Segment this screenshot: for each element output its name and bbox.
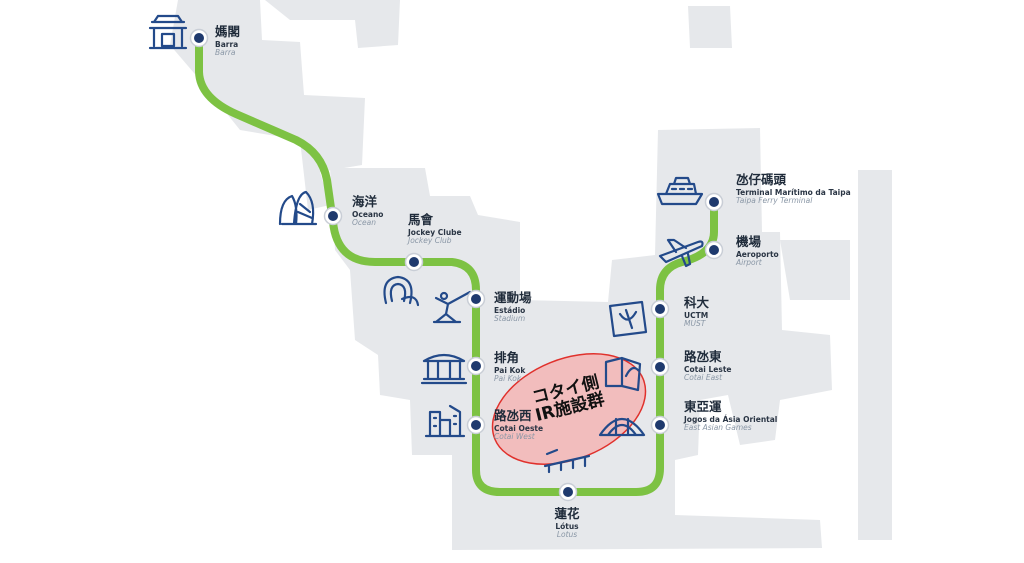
station-en-name: Pai Kok — [494, 374, 522, 383]
seashell-towers-icon — [278, 190, 318, 226]
station-en-name: Ocean — [352, 218, 376, 227]
station-zh-name: 機場 — [736, 234, 762, 249]
station-dot-core — [709, 245, 719, 255]
station-pt-name: Barra — [215, 39, 239, 49]
station-label-must[interactable]: 科大 UCTM MUST — [684, 295, 710, 328]
station-en-name: Taipa Ferry Terminal — [736, 196, 813, 205]
station-pt-name: Jogos da Ásia Oriental — [684, 414, 778, 424]
skyline-icon — [424, 404, 466, 438]
station-pt-name: Jockey Clube — [408, 227, 462, 237]
station-dot-core — [655, 304, 665, 314]
station-pt-name: Terminal Marítimo da Taipa — [736, 187, 851, 197]
station-en-name: Airport — [736, 258, 762, 267]
station-dot-core — [328, 211, 338, 221]
station-pt-name: Estádio — [494, 305, 526, 315]
station-label-jogos[interactable]: 東亞運 Jogos da Ásia Oriental East Asian Ga… — [684, 399, 778, 432]
station-en-name: Stadium — [494, 314, 526, 323]
land-airport-runway — [858, 170, 892, 540]
station-en-name: MUST — [684, 319, 706, 328]
station-en-name: Barra — [215, 48, 236, 57]
station-en-name: East Asian Games — [684, 423, 752, 432]
station-label-barra[interactable]: 媽閣 Barra Barra — [215, 24, 241, 57]
land-areas — [170, 0, 892, 550]
station-pt-name: UCTM — [684, 310, 709, 320]
dome-icon — [598, 417, 646, 437]
station-zh-name: 氹仔碼頭 — [736, 172, 787, 187]
fencer-icon — [432, 290, 472, 324]
bridge-icon — [543, 448, 591, 474]
temple-icon — [148, 14, 188, 50]
station-zh-name: 媽閣 — [215, 24, 241, 39]
station-zh-name: 排角 — [494, 350, 520, 365]
station-en-name: Cotai West — [494, 432, 535, 441]
station-dot-core — [563, 487, 573, 497]
station-dot-core — [409, 257, 419, 267]
station-dot-core — [709, 197, 719, 207]
station-pt-name: Aeroporto — [736, 249, 779, 259]
land-peninsula-north — [265, 0, 400, 48]
land-east-block — [780, 240, 850, 300]
station-label-paikok[interactable]: 排角 Pai Kok Pai Kok — [494, 350, 526, 383]
station-label-oceano[interactable]: 海洋 Oceano Ocean — [352, 194, 384, 227]
station-pt-name: Cotai Leste — [684, 364, 732, 374]
station-label-jockey[interactable]: 馬會 Jockey Clube Jockey Club — [408, 212, 462, 245]
station-zh-name: 路氹東 — [684, 349, 722, 364]
station-dot-core — [471, 361, 481, 371]
station-dot-core — [655, 362, 665, 372]
station-label-aeroporto[interactable]: 機場 Aeroporto Airport — [736, 234, 779, 267]
station-zh-name: 馬會 — [408, 212, 434, 227]
station-en-name: Cotai East — [684, 373, 723, 382]
pavilion-icon — [420, 353, 468, 385]
station-pt-name: Lótus — [555, 521, 579, 531]
station-zh-name: 東亞運 — [684, 399, 722, 414]
station-pt-name: Pai Kok — [494, 365, 526, 375]
station-dot-core — [471, 420, 481, 430]
station-label-cotaioeste[interactable]: 路氹西 Cotai Oeste Cotai West — [494, 408, 544, 441]
ferry-icon — [656, 176, 704, 206]
station-label-estadio[interactable]: 運動場 Estádio Stadium — [494, 290, 532, 323]
land-strip-top — [688, 6, 732, 48]
airplane-icon — [658, 238, 704, 268]
station-dot-core — [471, 294, 481, 304]
station-en-name: Jockey Club — [408, 236, 452, 245]
station-label-cotaileste[interactable]: 路氹東 Cotai Leste Cotai East — [684, 349, 732, 382]
university-icon — [608, 300, 648, 338]
station-pt-name: Cotai Oeste — [494, 423, 544, 433]
station-label-lotus[interactable]: 蓮花 Lótus Lotus — [527, 506, 607, 539]
station-dot-core — [655, 420, 665, 430]
book-icon — [604, 356, 642, 392]
station-dot-core — [194, 33, 204, 43]
station-en-name: Lotus — [556, 530, 578, 539]
station-pt-name: Oceano — [352, 209, 384, 219]
station-zh-name: 科大 — [684, 295, 710, 310]
station-label-ferry[interactable]: 氹仔碼頭 Terminal Marítimo da Taipa Taipa Fe… — [736, 172, 851, 205]
station-zh-name: 海洋 — [352, 194, 378, 209]
station-zh-name: 路氹西 — [494, 408, 532, 423]
land-taipa — [330, 128, 832, 550]
horseshoe-icon — [383, 275, 420, 307]
station-zh-name: 運動場 — [494, 290, 532, 305]
station-zh-name: 蓮花 — [554, 506, 580, 521]
